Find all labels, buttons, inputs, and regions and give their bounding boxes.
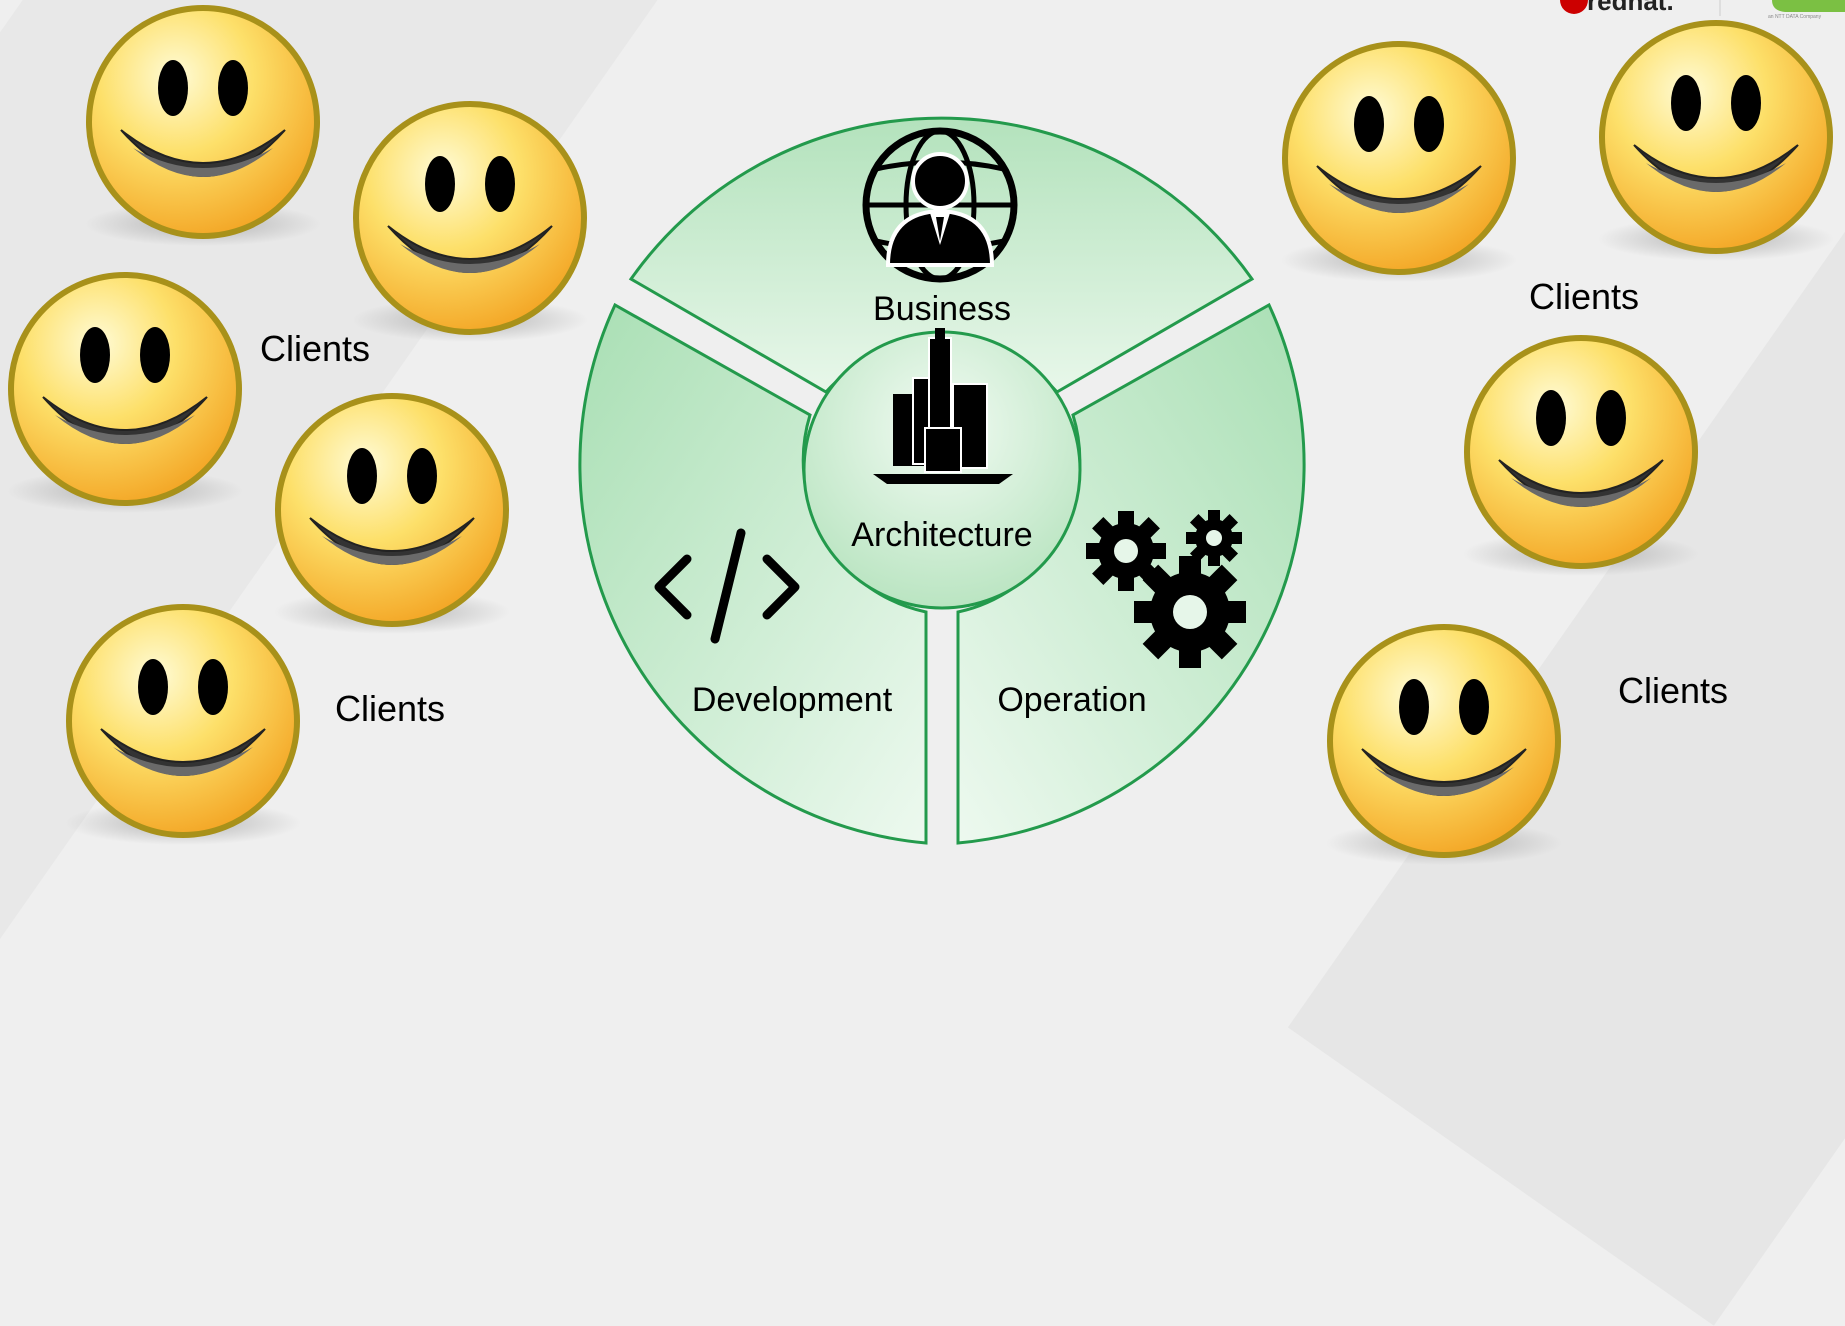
clients-label-left-bottom: Clients <box>335 688 446 729</box>
smiley-face-icon <box>1326 627 1562 865</box>
city-buildings-icon <box>873 328 1013 484</box>
partner-logo-icon <box>1772 0 1845 12</box>
segment-label-business: Business <box>873 290 1011 328</box>
smiley-face-icon <box>1598 23 1834 261</box>
smiley-face-icon <box>274 396 510 634</box>
code-brackets-icon <box>654 528 800 644</box>
segment-label-operation: Operation <box>997 681 1147 719</box>
smiley-face-icon <box>1463 338 1699 576</box>
clients-label-left-top: Clients <box>260 328 371 369</box>
partner-logo-subtext: an NTT DATA Company <box>1768 14 1822 20</box>
business-person-globe-icon <box>862 127 1018 283</box>
redhat-logo-text: redhat. <box>1587 0 1674 16</box>
smiley-face-icon <box>352 104 588 342</box>
architecture-diagram <box>0 0 1845 865</box>
center-label-architecture: Architecture <box>851 516 1033 554</box>
segment-label-development: Development <box>691 681 893 719</box>
smiley-face-icon <box>85 8 321 246</box>
smiley-face-icon <box>1281 44 1517 282</box>
smiley-face-icon <box>7 275 243 513</box>
smiley-face-icon <box>65 607 301 845</box>
clients-label-right-top: Clients <box>1529 276 1640 317</box>
clients-label-right-bottom: Clients <box>1618 670 1729 711</box>
redhat-logo-icon <box>1560 0 1588 14</box>
partner-logos <box>1560 0 1845 16</box>
